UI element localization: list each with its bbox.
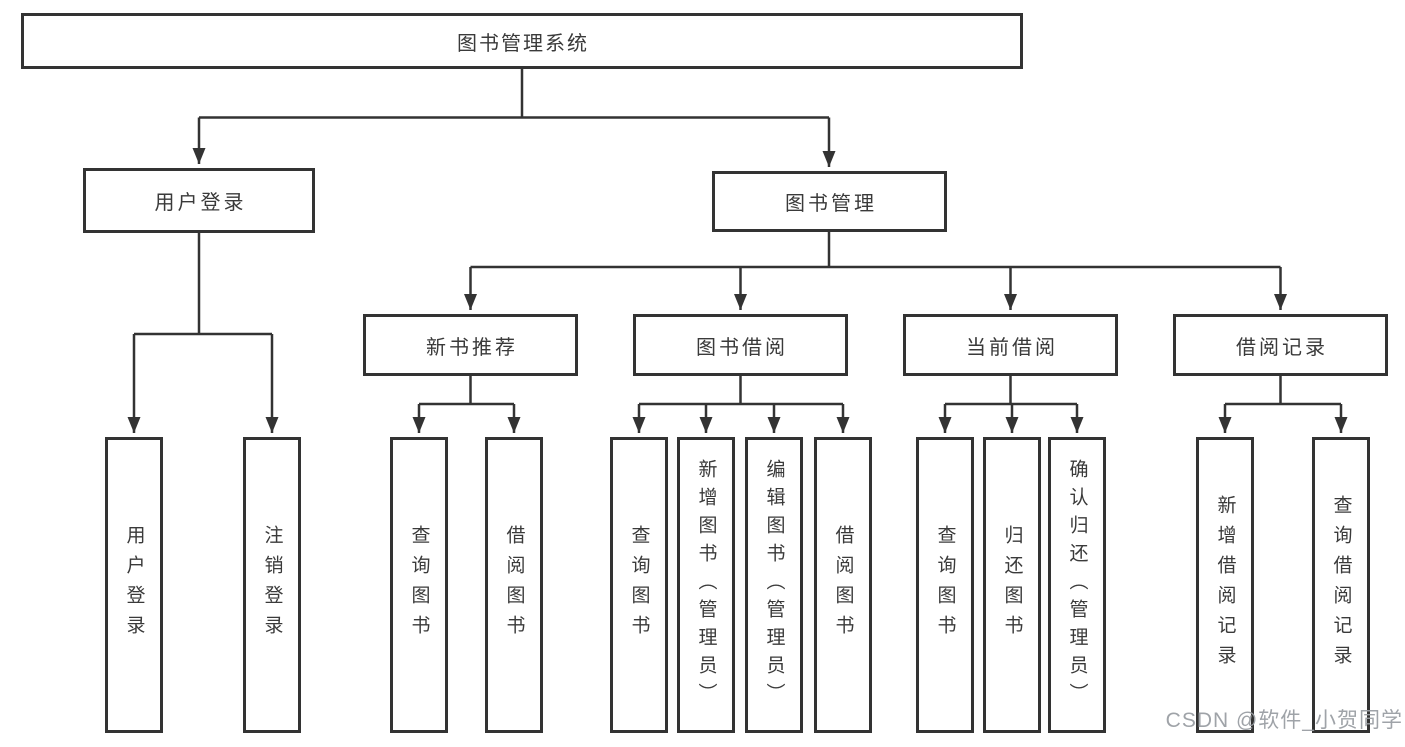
- leaf-borrow-query: 查询图书: [610, 437, 668, 733]
- leaf-logout-label: 注销登录: [261, 525, 283, 645]
- leaf-newbooks-borrow: 借阅图书: [485, 437, 543, 733]
- leaf-current-query: 查询图书: [916, 437, 974, 733]
- node-book-borrow: 图书借阅: [633, 314, 848, 376]
- leaf-borrow-borrow: 借阅图书: [814, 437, 872, 733]
- leaf-newbooks-query: 查询图书: [390, 437, 448, 733]
- leaf-user-login: 用户登录: [105, 437, 163, 733]
- leaf-borrow-add-admin-label: 新增图书（管理员）: [695, 459, 717, 711]
- leaf-records-query: 查询借阅记录: [1312, 437, 1370, 733]
- leaf-logout: 注销登录: [243, 437, 301, 733]
- leaf-current-return-label: 归还图书: [1001, 525, 1023, 645]
- leaf-records-add: 新增借阅记录: [1196, 437, 1254, 733]
- node-book-management: 图书管理: [712, 171, 947, 232]
- node-current-borrow: 当前借阅: [903, 314, 1118, 376]
- leaf-records-query-label: 查询借阅记录: [1330, 495, 1352, 675]
- leaf-current-query-label: 查询图书: [934, 525, 956, 645]
- leaf-borrow-edit-admin: 编辑图书（管理员）: [745, 437, 803, 733]
- leaf-current-confirm-admin-label: 确认归还（管理员）: [1066, 459, 1088, 711]
- leaf-newbooks-borrow-label: 借阅图书: [503, 525, 525, 645]
- leaf-records-add-label: 新增借阅记录: [1214, 495, 1236, 675]
- leaf-borrow-edit-admin-label: 编辑图书（管理员）: [763, 459, 785, 711]
- leaf-borrow-borrow-label: 借阅图书: [832, 525, 854, 645]
- node-new-book-recommend: 新书推荐: [363, 314, 578, 376]
- node-borrow-records: 借阅记录: [1173, 314, 1388, 376]
- leaf-current-return: 归还图书: [983, 437, 1041, 733]
- csdn-watermark: CSDN @软件_小贺同学: [1165, 709, 1403, 732]
- leaf-borrow-query-label: 查询图书: [628, 525, 650, 645]
- leaf-user-login-label: 用户登录: [123, 525, 145, 645]
- node-root: 图书管理系统: [21, 13, 1023, 69]
- node-user-login: 用户登录: [83, 168, 315, 233]
- leaf-newbooks-query-label: 查询图书: [408, 525, 430, 645]
- leaf-current-confirm-admin: 确认归还（管理员）: [1048, 437, 1106, 733]
- leaf-borrow-add-admin: 新增图书（管理员）: [677, 437, 735, 733]
